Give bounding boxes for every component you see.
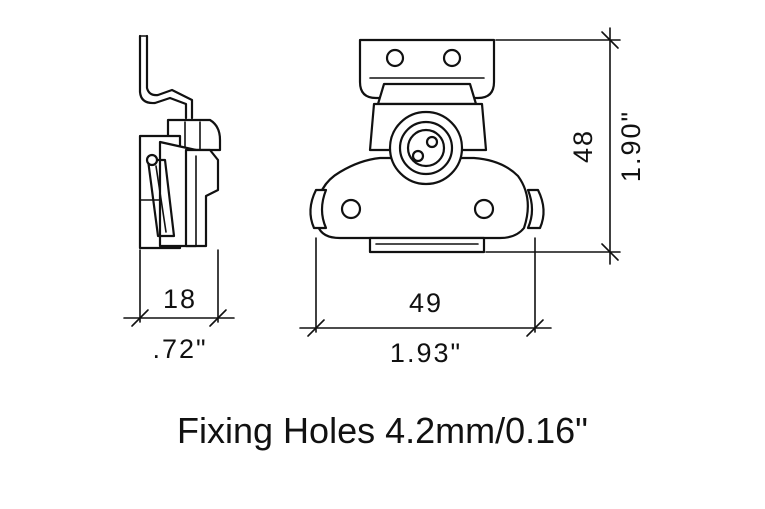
front-view: 49 1.93" 48 1.90" bbox=[299, 27, 646, 368]
fixing-holes-caption: Fixing Holes 4.2mm/0.16" bbox=[177, 410, 588, 451]
height-in-label: 1.90" bbox=[616, 110, 646, 182]
keeper-fixing-hole-left bbox=[385, 48, 405, 68]
front-width-in-label: 1.93" bbox=[390, 338, 462, 368]
base-fixing-hole-left bbox=[340, 198, 362, 220]
side-view: 18 .72" bbox=[123, 34, 235, 364]
side-width-mm-label: 18 bbox=[163, 284, 197, 314]
front-width-mm-label: 49 bbox=[409, 288, 443, 318]
side-width-in-label: .72" bbox=[152, 334, 207, 364]
keeper-fixing-hole-right bbox=[442, 48, 462, 68]
base-fixing-hole-right bbox=[473, 198, 495, 220]
height-mm-label: 48 bbox=[568, 129, 598, 163]
